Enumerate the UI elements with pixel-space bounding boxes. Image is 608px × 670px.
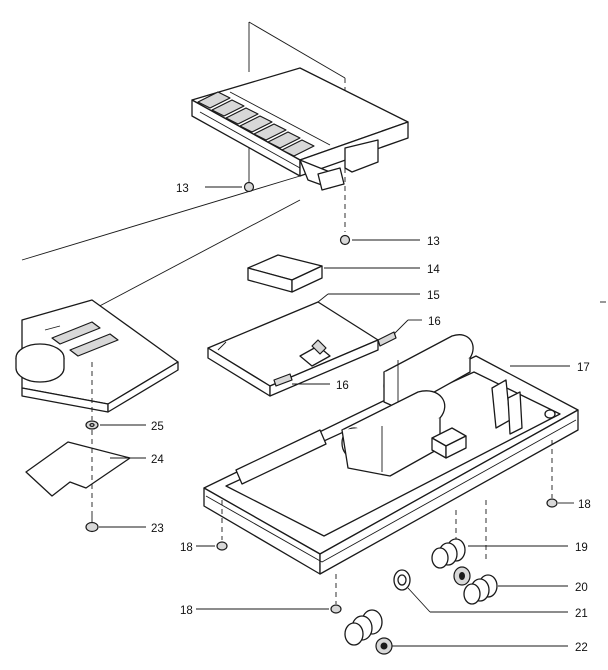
battery-block-14: 14 xyxy=(247,254,440,293)
callout-24: 24 xyxy=(151,454,164,466)
foot-22: 22 xyxy=(344,609,588,655)
clip-16-upper: 16 xyxy=(377,316,441,347)
insulator-sheet-24: 24 xyxy=(25,430,164,512)
screw-18-right: 18 xyxy=(546,498,591,511)
callout-13-lower: 13 xyxy=(427,236,440,248)
circuit-board xyxy=(15,299,179,420)
cover-panel-15: 15 xyxy=(207,290,440,397)
callout-20: 20 xyxy=(575,582,588,594)
screw-13-upper: 13 xyxy=(176,181,255,195)
callout-17: 17 xyxy=(577,362,590,374)
screw-18-bottom: 18 xyxy=(180,604,342,617)
callout-18-bottom: 18 xyxy=(180,605,193,617)
callout-22: 22 xyxy=(575,642,588,654)
screw-13-lower: 13 xyxy=(339,234,440,248)
ring-21: 21 xyxy=(393,569,588,620)
callout-15: 15 xyxy=(427,290,440,302)
connector-assembly xyxy=(21,21,409,311)
bottom-case-17: 17 xyxy=(203,334,590,604)
callout-21: 21 xyxy=(575,608,588,620)
callout-18-left: 18 xyxy=(180,542,193,554)
washer-25: 25 xyxy=(85,420,164,433)
callout-25: 25 xyxy=(151,421,164,433)
callout-23: 23 xyxy=(151,523,164,535)
callout-19: 19 xyxy=(575,542,588,554)
callout-18-right: 18 xyxy=(578,499,591,511)
callout-16-upper: 16 xyxy=(428,316,441,328)
screw-23: 23 xyxy=(85,512,164,535)
screw-18-left: 18 xyxy=(180,541,228,554)
clip-16-lower: 16 xyxy=(273,373,349,392)
callout-14: 14 xyxy=(427,264,440,276)
callout-16-lower: 16 xyxy=(336,380,349,392)
foot-20: 20 xyxy=(463,574,588,605)
callout-13-upper: 13 xyxy=(176,183,189,195)
foot-19: 19 xyxy=(431,538,588,586)
